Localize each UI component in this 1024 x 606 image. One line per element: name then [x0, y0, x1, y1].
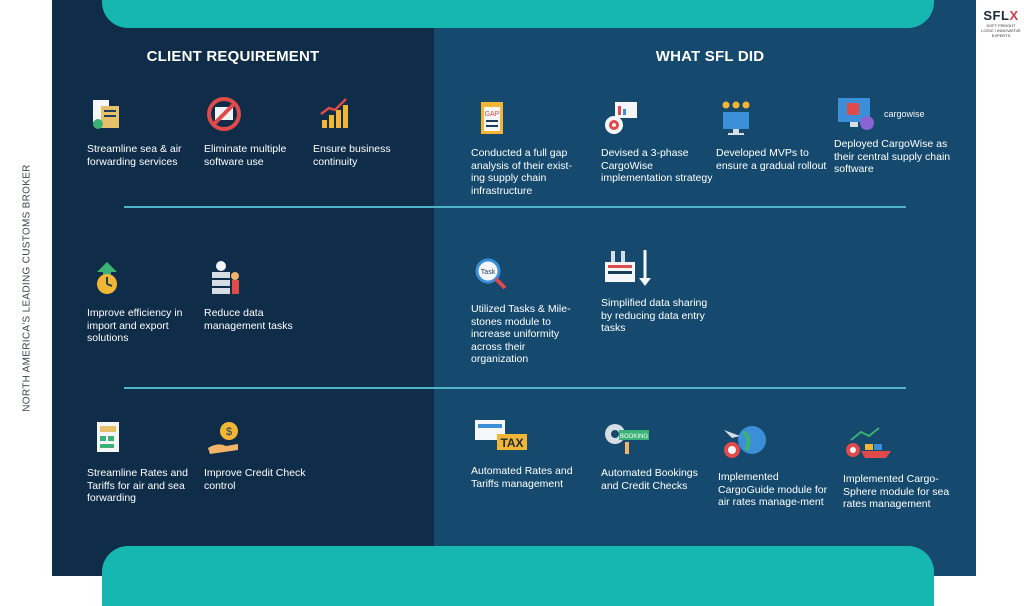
side-caption: NORTH AMERICA'S LEADING CUSTOMS BROKER	[21, 164, 33, 412]
tax-rates-icon: TAX	[475, 420, 527, 450]
cargowise-brand: cargowise	[834, 94, 954, 134]
svg-text:Task: Task	[481, 269, 496, 276]
action-item: Simplified data sharing by reducing data…	[601, 248, 715, 335]
action-text: Implemented Cargo-Sphere module for sea …	[843, 473, 950, 510]
svg-text:$: $	[226, 426, 232, 438]
svg-text:BOOKING: BOOKING	[620, 434, 648, 440]
row-divider	[124, 387, 906, 389]
action-item: cargowise Deployed CargoWise as their ce…	[834, 94, 954, 176]
action-text: Devised a 3-phase CargoWise implementati…	[601, 147, 713, 184]
action-text: Utilized Tasks & Mile-stones module to i…	[471, 303, 571, 365]
documents-icon	[93, 100, 119, 129]
action-text: Developed MVPs to ensure a gradual rollo…	[716, 147, 827, 172]
efficiency-clock-icon	[97, 262, 117, 294]
row-divider	[124, 206, 906, 208]
requirement-item: Eliminate multiple software use	[204, 94, 316, 168]
svg-text:TAX: TAX	[500, 436, 523, 450]
action-item: Developed MVPs to ensure a gradual rollo…	[716, 98, 828, 172]
strategy-target-icon	[605, 102, 637, 134]
requirement-text: Reduce data management tasks	[204, 307, 293, 332]
gap-clipboard-icon: GAP	[481, 102, 503, 134]
sfl-logo: SFLX SOFT FREIGHT LOGIC / INNOVATIVE EXP…	[980, 8, 1022, 38]
action-item: Implemented Cargo-Sphere module for sea …	[843, 424, 953, 511]
what-sfl-did-heading: WHAT SFL DID	[655, 48, 765, 65]
requirement-text: Eliminate multiple software use	[204, 143, 287, 168]
requirement-text: Improve efficiency in import and export …	[87, 307, 183, 344]
action-item: Implemented CargoGuide module for air ra…	[718, 422, 830, 509]
data-servers-icon	[212, 261, 239, 294]
cargowise-label: cargowise	[884, 109, 925, 119]
credit-coin-icon: $	[208, 422, 238, 454]
no-software-icon	[207, 97, 241, 131]
tax-calculator-icon	[97, 422, 119, 452]
action-item: BOOKING Automated Bookings and Credit Ch…	[601, 418, 713, 492]
air-globe-icon	[724, 426, 766, 458]
left-margin: NORTH AMERICA'S LEADING CUSTOMS BROKER	[0, 0, 52, 576]
requirement-text: Streamline Rates and Tariffs for air and…	[87, 467, 188, 504]
requirement-item: Improve efficiency in import and export …	[87, 258, 199, 345]
action-text: Implemented CargoGuide module for air ra…	[718, 471, 828, 508]
action-item: Task Utilized Tasks & Mile-stones module…	[471, 254, 583, 366]
logo-mark: SFL	[983, 8, 1010, 23]
requirement-item: Ensure business continuity	[313, 94, 425, 168]
action-text: Deployed CargoWise as their central supp…	[834, 138, 951, 175]
logo-mark-x: X	[1009, 8, 1019, 23]
bottom-teal-bar	[102, 546, 934, 606]
mvp-monitor-icon	[722, 101, 750, 135]
requirement-text: Improve Credit Check control	[204, 467, 306, 492]
top-teal-bar	[102, 0, 934, 28]
requirement-item: Streamline Rates and Tariffs for air and…	[87, 418, 199, 505]
requirement-item: Reduce data management tasks	[204, 258, 316, 332]
what-sfl-did-panel	[434, 0, 976, 576]
svg-text:GAP: GAP	[485, 111, 500, 118]
action-item: Devised a 3-phase CargoWise implementati…	[601, 98, 713, 185]
action-text: Automated Bookings and Credit Checks	[601, 467, 698, 492]
requirement-text: Streamline sea & air forwarding services	[87, 143, 182, 168]
requirement-item: $ Improve Credit Check control	[204, 418, 316, 492]
action-text: Conducted a full gap analysis of their e…	[471, 147, 572, 197]
sea-ship-icon	[846, 427, 891, 458]
client-requirement-heading: CLIENT REQUIREMENT	[146, 48, 320, 65]
requirement-item: Streamline sea & air forwarding services	[87, 94, 199, 168]
cargowise-monitor-icon	[838, 98, 874, 130]
growth-chart-icon	[320, 98, 348, 128]
action-item: GAP Conducted a full gap analysis of the…	[471, 98, 583, 197]
action-item: TAX Automated Rates and Tariffs manageme…	[471, 416, 583, 490]
task-search-icon: Task	[475, 258, 507, 290]
action-text: Automated Rates and Tariffs management	[471, 465, 573, 490]
right-margin	[976, 0, 1024, 576]
logo-subtitle: SOFT FREIGHT LOGIC / INNOVATIVE EXPERTS	[981, 23, 1021, 38]
data-entry-icon	[605, 250, 651, 286]
action-text: Simplified data sharing by reducing data…	[601, 297, 708, 334]
requirement-text: Ensure business continuity	[313, 143, 391, 168]
booking-gear-icon: BOOKING	[605, 424, 649, 454]
